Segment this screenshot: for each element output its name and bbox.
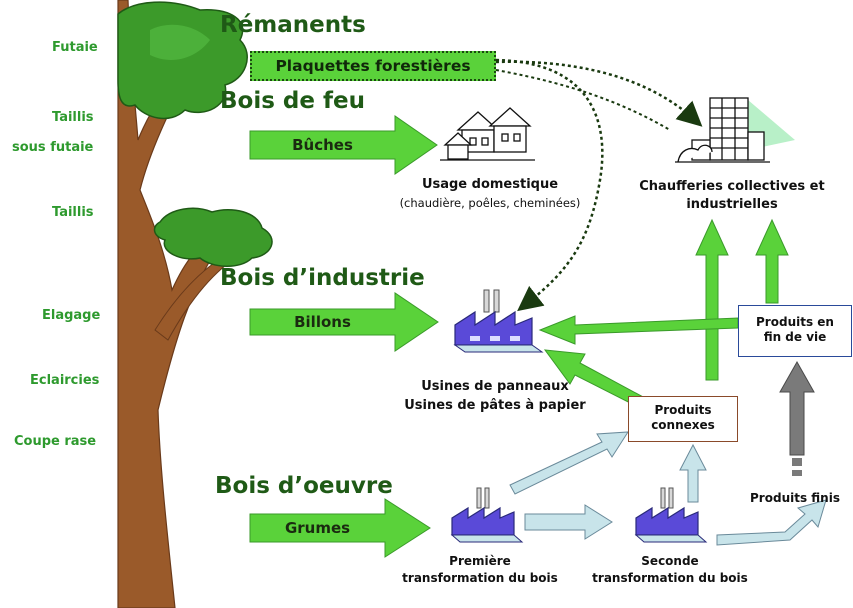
label-coupe-rase: Coupe rase <box>14 434 97 449</box>
title-bois-industrie: Bois d’industrie <box>220 265 425 291</box>
label-chaufferies-1: Chaufferies collectives et <box>639 179 825 194</box>
label-chaufferies-2: industrielles <box>686 197 778 212</box>
factory-icon-usines <box>453 289 544 353</box>
grey-arrow <box>779 360 815 476</box>
factory-icon-premiere <box>450 487 524 543</box>
label-eclaircies: Eclaircies <box>30 373 100 388</box>
label-usage-domestique-detail: (chaudière, poêles, cheminées) <box>399 196 581 210</box>
box-produits-fin-de-vie-line2: fin de vie <box>763 330 827 344</box>
title-bois-de-feu: Bois de feu <box>220 88 365 114</box>
arrow-label-grumes: Grumes <box>284 519 351 537</box>
tree-illustration <box>117 0 273 608</box>
label-usines-pates: Usines de pâtes à papier <box>404 398 586 413</box>
arrow-grumes-shape <box>249 498 431 558</box>
green-return-arrows <box>538 218 789 409</box>
label-futaie: Futaie <box>52 40 98 55</box>
label-usines-panneaux: Usines de panneaux <box>421 379 569 394</box>
label-taillis: Taillis <box>52 205 94 220</box>
green-product-arrows <box>249 115 439 558</box>
arrow-label-buches: Bûches <box>292 136 353 154</box>
label-seconde-2: transformation du bois <box>592 571 748 585</box>
factory-icon-seconde <box>634 487 708 543</box>
label-taillis-sous-futaie-1: Taillis <box>52 110 94 125</box>
box-produits-connexes: Produits connexes <box>628 396 738 442</box>
title-bois-oeuvre: Bois d’oeuvre <box>215 473 393 499</box>
box-produits-connexes-line2: connexes <box>651 418 715 432</box>
title-remanents: Rémanents <box>220 12 366 38</box>
arrow-label-billons: Billons <box>294 313 351 331</box>
arrow-buches-shape <box>249 115 438 175</box>
label-usage-domestique: Usage domestique <box>421 177 559 192</box>
label-taillis-sous-futaie-2: sous futaie <box>12 140 94 155</box>
tree-crown-top-shade <box>150 24 210 60</box>
label-produits-finis: Produits finis <box>750 491 840 505</box>
tree-crown-small <box>153 207 273 267</box>
label-seconde-1: Seconde <box>641 554 699 568</box>
label-premiere-1: Première <box>449 554 511 568</box>
pale-blue-arrows <box>509 431 827 546</box>
arrow-billons-shape <box>249 292 439 352</box>
box-produits-fin-de-vie-line1: Produits en <box>756 315 834 329</box>
building-icon <box>675 97 795 163</box>
label-elagage: Elagage <box>42 308 101 323</box>
box-produits-connexes-line1: Produits <box>654 403 712 417</box>
label-premiere-2: transformation du bois <box>402 571 558 585</box>
houses-icon <box>440 107 535 161</box>
box-produits-fin-de-vie: Produits en fin de vie <box>738 305 852 357</box>
plaquettes-forestieres-box: Plaquettes forestières <box>250 51 496 81</box>
plaquettes-flow <box>495 58 703 312</box>
